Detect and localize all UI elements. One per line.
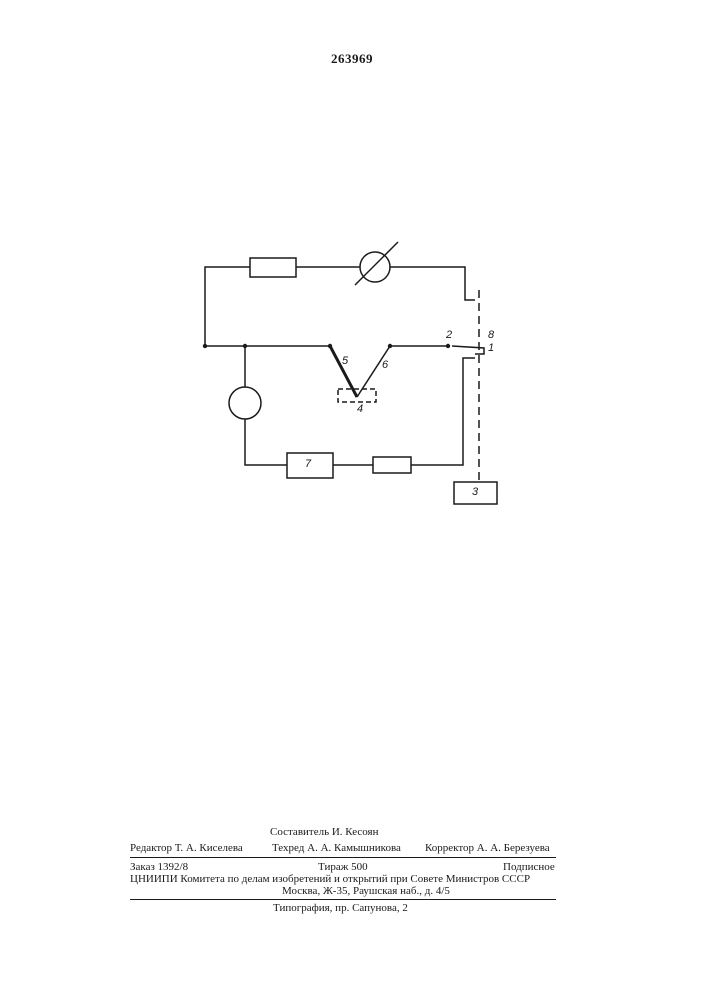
subscription-line: Подписное: [503, 861, 555, 873]
resistor-bottom: [373, 457, 411, 473]
label-1: 1: [488, 342, 494, 354]
org-line: ЦНИИПИ Комитета по делам изобретений и о…: [130, 873, 556, 885]
label-8: 8: [488, 329, 494, 341]
techred-line: Техред А. А. Камышникова: [272, 842, 401, 854]
source-circle: [229, 387, 261, 419]
compiler-line: Составитель И. Кесоян: [270, 826, 378, 838]
label-2: 2: [446, 329, 452, 341]
top-wire: [205, 267, 475, 346]
corrector-line: Корректор А. А. Березуева: [425, 842, 550, 854]
galvanometer: [360, 252, 390, 282]
footer-rule-1: [130, 857, 556, 858]
footer-rule-2: [130, 899, 556, 900]
label-4: 4: [357, 403, 363, 415]
resistor-top: [250, 258, 296, 277]
label-6: 6: [382, 359, 388, 371]
thermoelectrode-5: [330, 346, 357, 397]
label-5: 5: [342, 355, 348, 367]
label-3: 3: [472, 486, 478, 498]
order-line: Заказ 1392/8: [130, 861, 188, 873]
editor-line: Редактор Т. А. Киселева: [130, 842, 243, 854]
address-line: Москва, Ж-35, Раушская наб., д. 4/5: [282, 885, 450, 897]
galvanometer-arrow: [355, 242, 398, 285]
circulation-line: Тираж 500: [318, 861, 368, 873]
label-7: 7: [305, 458, 311, 470]
printing-line: Типография, пр. Сапунова, 2: [273, 902, 408, 914]
